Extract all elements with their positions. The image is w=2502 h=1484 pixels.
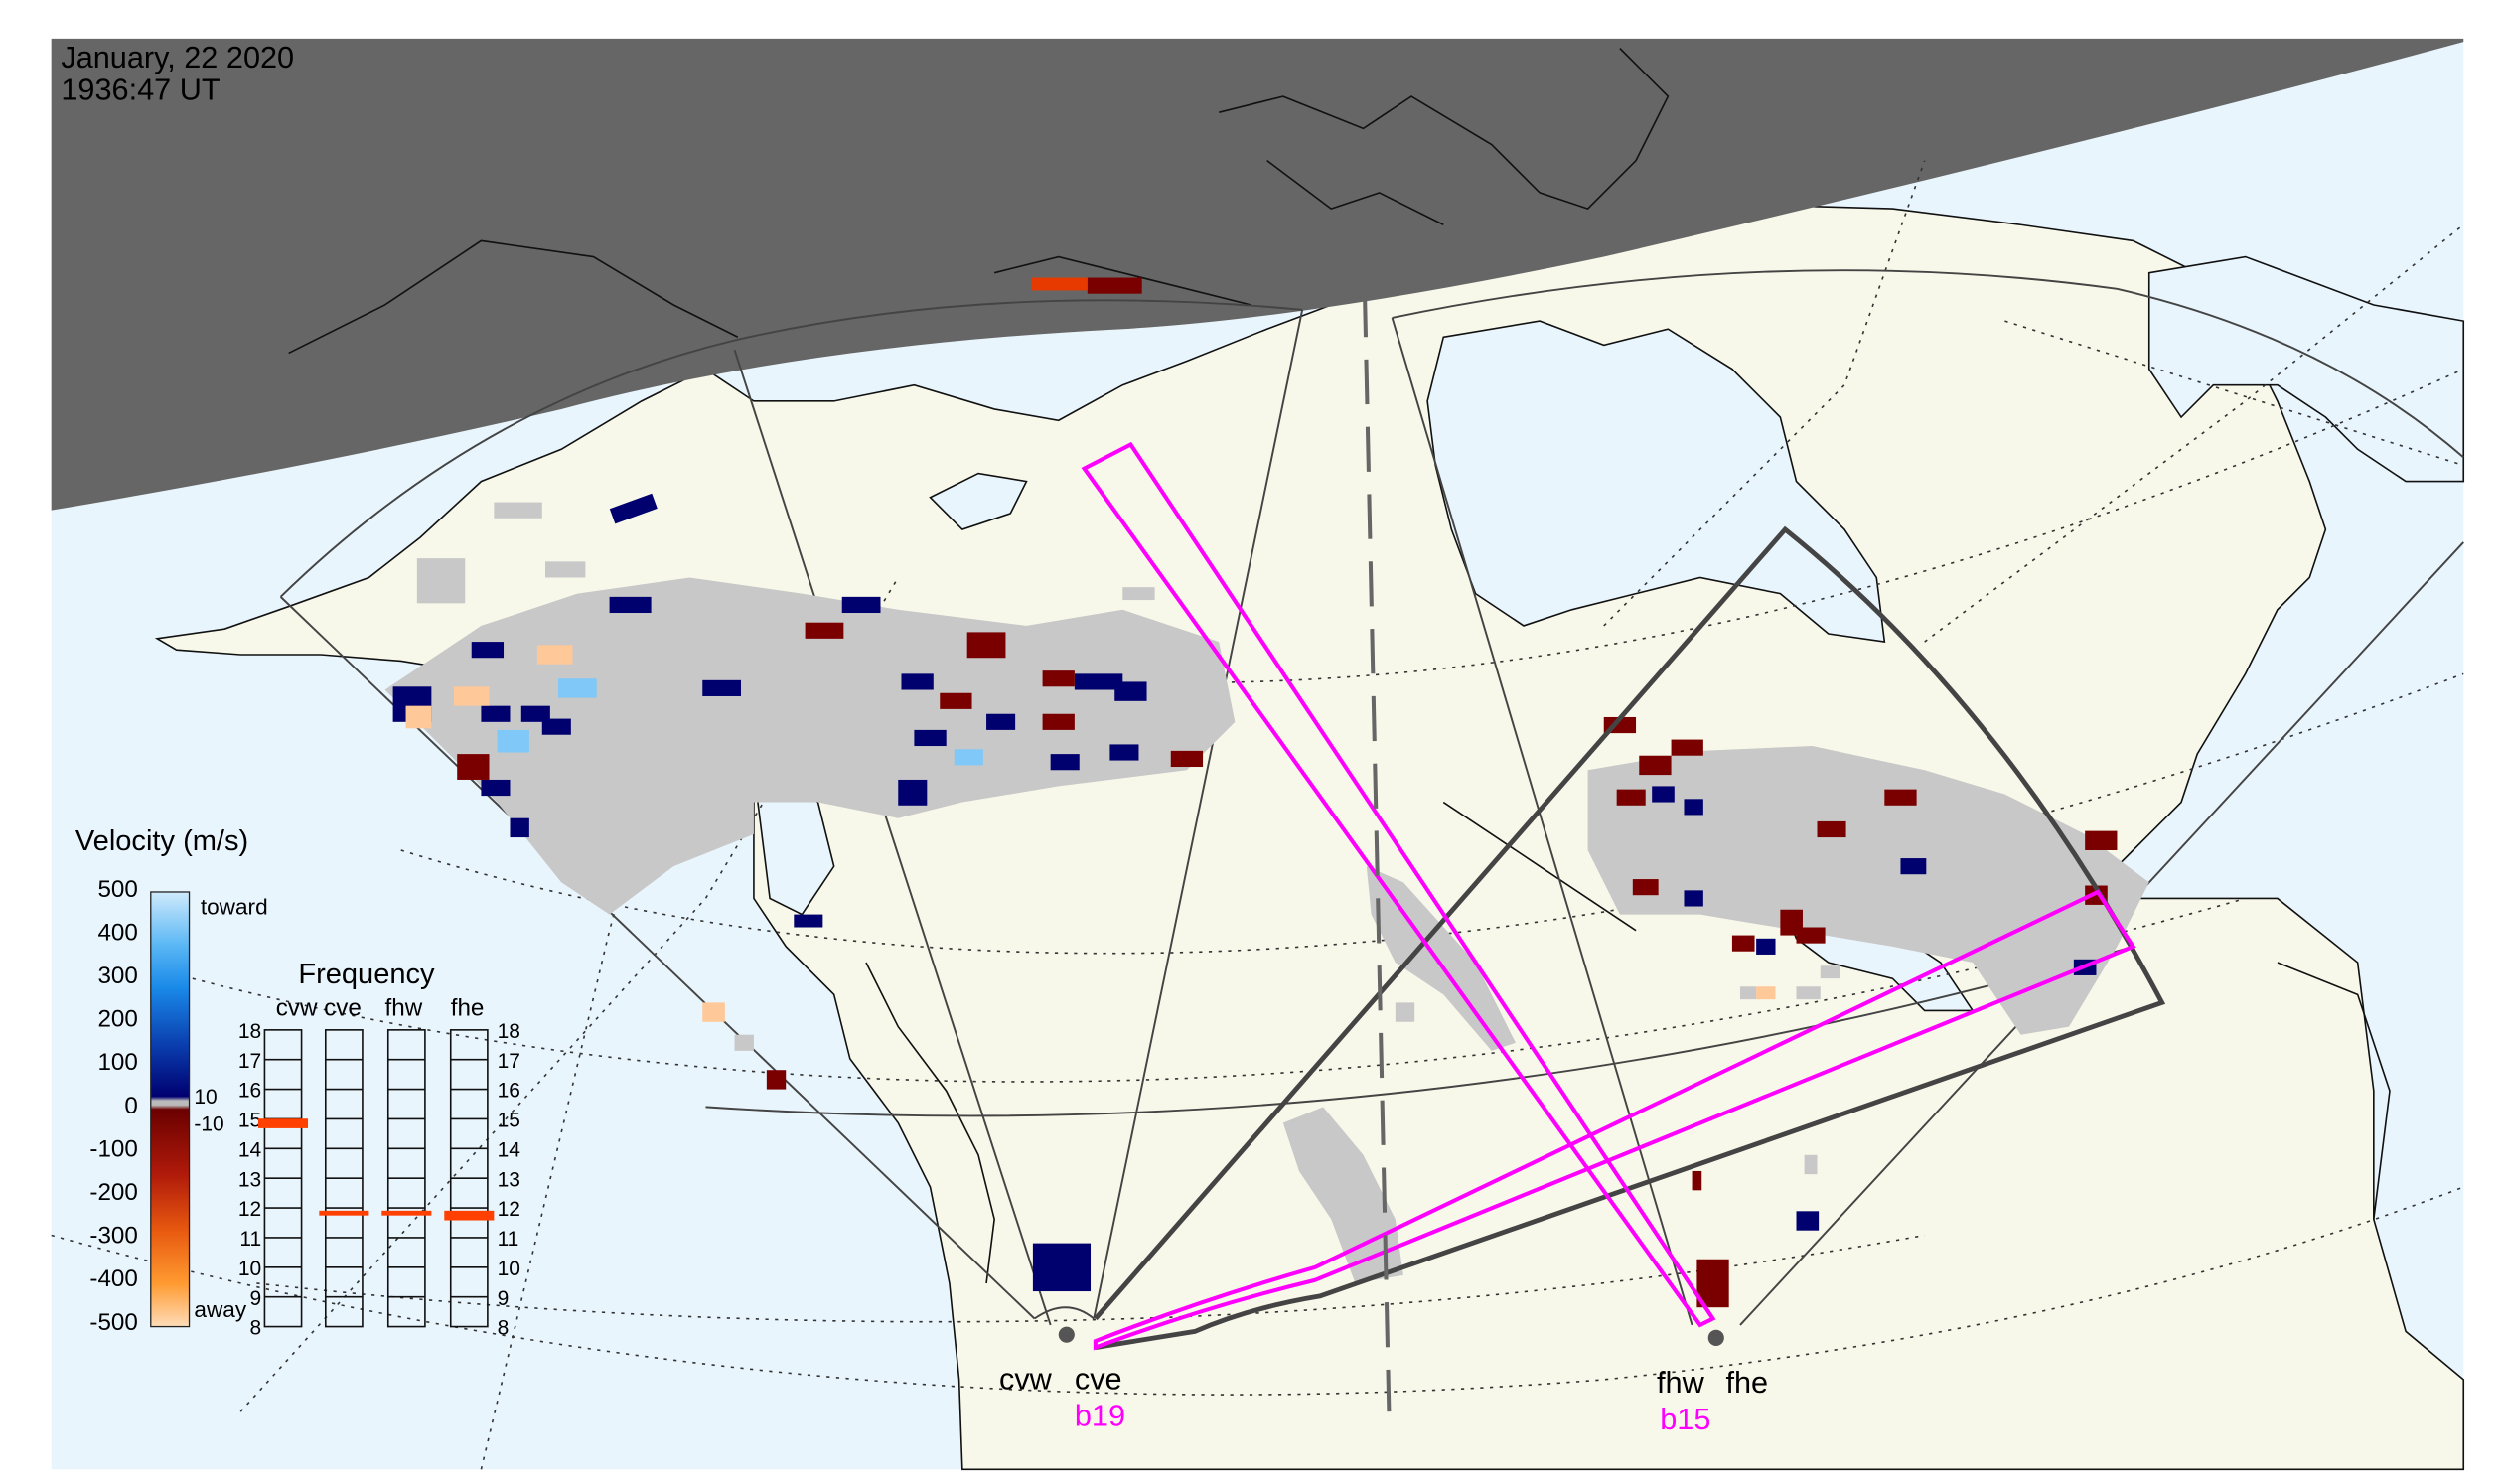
frequency-radar-label: fhw bbox=[385, 994, 423, 1021]
velocity-tick: 0 bbox=[124, 1093, 137, 1119]
arctic-coastline bbox=[288, 48, 1670, 355]
away-label: away bbox=[194, 1297, 246, 1322]
beam-b19-outline bbox=[1093, 889, 2136, 1351]
coastline bbox=[1442, 801, 1637, 932]
frequency-panel: Frequency cvw cve fhw fhe 18 18 17 17 16 16 15… bbox=[238, 959, 520, 1340]
cvw-cve-fov bbox=[279, 299, 1304, 1326]
frequency-radar-label: cvw bbox=[276, 994, 318, 1021]
ground-scatter-tick: -10 bbox=[194, 1113, 223, 1136]
coastline bbox=[2277, 962, 2391, 1220]
velocity-tick: 400 bbox=[97, 919, 137, 946]
frequency-tick: 17 bbox=[238, 1050, 261, 1073]
velocity-tick: 100 bbox=[97, 1049, 137, 1076]
coastline bbox=[865, 962, 995, 1284]
frequency-tick: 15 bbox=[238, 1110, 261, 1132]
toward-label: toward bbox=[201, 895, 268, 920]
hudson-bay bbox=[1426, 320, 1886, 644]
velocity-tick: 300 bbox=[97, 963, 137, 989]
frequency-tick: 14 bbox=[498, 1138, 521, 1161]
frequency-tick: 13 bbox=[238, 1168, 261, 1191]
frequency-tick: 14 bbox=[238, 1138, 262, 1161]
beam-b15-outline bbox=[1081, 441, 1716, 1328]
frequency-tick: 17 bbox=[498, 1050, 520, 1073]
velocity-tick: 500 bbox=[97, 876, 137, 903]
beam-label-b15: b15 bbox=[1660, 1402, 1710, 1436]
date-label: January, 22 2020 bbox=[61, 40, 294, 74]
velocity-tick: 200 bbox=[97, 1006, 137, 1033]
time-label: 1936:47 UT bbox=[61, 72, 221, 106]
frequency-marker-fhe bbox=[444, 1210, 495, 1221]
velocity-tick: -400 bbox=[89, 1265, 137, 1292]
frequency-tick: 18 bbox=[238, 1020, 261, 1043]
frequency-tick: 16 bbox=[498, 1080, 520, 1103]
velocity-tick: -500 bbox=[89, 1309, 137, 1336]
frequency-marker-fhw bbox=[381, 1210, 432, 1216]
frequency-tick: 10 bbox=[238, 1258, 261, 1280]
backscatter-cells bbox=[384, 502, 2149, 1283]
night-terminator-shade bbox=[51, 38, 2464, 511]
radar-site-fort-hays bbox=[1707, 1329, 1724, 1346]
frequency-tick: 9 bbox=[250, 1287, 262, 1310]
frequency-column-cvw bbox=[263, 1029, 303, 1328]
velocity-tick: -100 bbox=[89, 1135, 137, 1162]
radar-label-cvw: cvw bbox=[999, 1362, 1053, 1397]
velocity-tick: -200 bbox=[89, 1179, 137, 1206]
frequency-title: Frequency bbox=[298, 959, 435, 990]
velocity-cells bbox=[392, 277, 2118, 1308]
northeast-waters bbox=[2147, 255, 2465, 483]
frequency-tick: 8 bbox=[250, 1317, 262, 1340]
frequency-tick: 18 bbox=[498, 1020, 520, 1043]
velocity-legend: Velocity (m/s) 500 400 300 200 100 0 -10… bbox=[75, 825, 268, 1336]
frequency-marker-cvw bbox=[257, 1118, 309, 1128]
ground-scatter-tick: 10 bbox=[194, 1086, 217, 1109]
frequency-tick: 11 bbox=[498, 1228, 519, 1251]
frequency-tick: 9 bbox=[498, 1287, 510, 1310]
fov-outline-thick bbox=[1094, 525, 2166, 1350]
velocity-legend-title: Velocity (m/s) bbox=[75, 825, 248, 857]
radar-label-fhw: fhw bbox=[1657, 1365, 1705, 1400]
frequency-tick: 15 bbox=[498, 1110, 520, 1132]
frequency-tick: 11 bbox=[239, 1228, 261, 1251]
frequency-tick: 10 bbox=[498, 1258, 520, 1280]
radar-site-christmas-valley bbox=[1058, 1326, 1075, 1343]
frequency-radar-label: fhe bbox=[451, 994, 485, 1021]
radar-label-cve: cve bbox=[1075, 1362, 1122, 1397]
velocity-tick: -300 bbox=[89, 1223, 137, 1250]
frequency-tick: 13 bbox=[498, 1168, 520, 1191]
frequency-tick: 16 bbox=[238, 1080, 261, 1103]
frequency-radar-label: cve bbox=[324, 994, 362, 1021]
radar-label-fhe: fhe bbox=[1725, 1365, 1768, 1400]
north-america-land bbox=[154, 205, 2465, 1471]
frequency-tick: 8 bbox=[498, 1317, 510, 1340]
beam-label-b19: b19 bbox=[1075, 1399, 1125, 1433]
lake bbox=[929, 472, 1028, 530]
frequency-tick: 12 bbox=[238, 1198, 261, 1221]
frequency-tick: 12 bbox=[498, 1198, 520, 1221]
velocity-colorbar bbox=[150, 891, 191, 1328]
frequency-marker-cve bbox=[319, 1210, 369, 1216]
